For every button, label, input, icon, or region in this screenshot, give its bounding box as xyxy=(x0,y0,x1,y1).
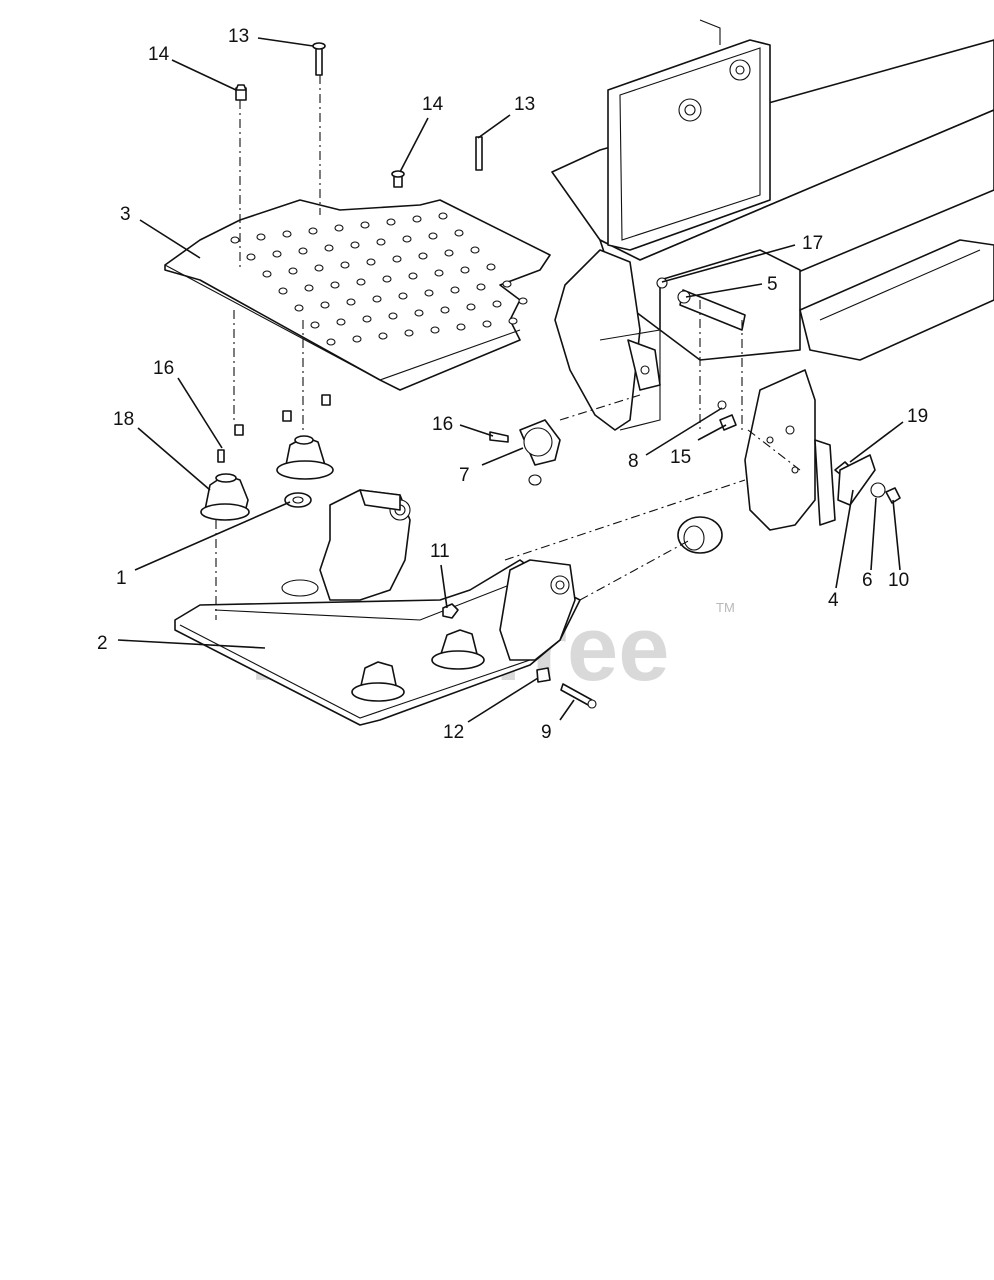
perforation-hole xyxy=(430,326,440,334)
perforation-hole xyxy=(362,315,372,323)
perforation-hole xyxy=(366,258,376,266)
callout-11: 11 xyxy=(430,541,450,562)
perforation-hole xyxy=(378,332,388,340)
perforation-hole xyxy=(428,232,438,240)
callout-10: 10 xyxy=(888,570,909,591)
callout-4: 4 xyxy=(828,590,839,611)
perforation-hole xyxy=(456,323,466,331)
perforation-hole xyxy=(230,236,240,244)
perforation-hole xyxy=(360,221,370,229)
callout-13-top: 13 xyxy=(228,26,249,47)
perforation-hole xyxy=(502,280,512,288)
assembly-centerlines xyxy=(215,75,801,620)
perforation-hole xyxy=(434,269,444,277)
perforation-hole xyxy=(282,230,292,238)
perforation-hole xyxy=(324,244,334,252)
callout-3: 3 xyxy=(120,204,131,225)
foot-plate-perforations xyxy=(230,212,528,346)
isolator-mount-7 xyxy=(519,419,561,486)
perforation-hole xyxy=(356,278,366,286)
perforation-hole xyxy=(470,246,480,254)
chassis-frame xyxy=(551,19,994,531)
perforation-hole xyxy=(392,255,402,263)
callout-19: 19 xyxy=(907,406,928,427)
perforation-hole xyxy=(382,275,392,283)
perforation-hole xyxy=(330,281,340,289)
perforation-hole xyxy=(346,298,356,306)
perforation-hole xyxy=(256,233,266,241)
isolator-mount-rear xyxy=(677,516,723,554)
perforation-hole xyxy=(262,270,272,278)
perforation-hole xyxy=(310,321,320,329)
callout-8: 8 xyxy=(628,451,639,472)
perforation-hole xyxy=(294,304,304,312)
perforation-hole xyxy=(334,224,344,232)
perforation-hole xyxy=(404,329,414,337)
perforation-hole xyxy=(444,249,454,257)
callout-12: 12 xyxy=(443,722,464,743)
callout-labels: 14 13 14 13 3 17 5 16 18 16 7 8 15 19 1 … xyxy=(97,26,928,743)
perforation-hole xyxy=(304,284,314,292)
perforation-hole xyxy=(418,252,428,260)
perforation-hole xyxy=(350,241,360,249)
perforation-hole xyxy=(482,320,492,328)
callout-14-top: 14 xyxy=(148,44,170,65)
foot-plate xyxy=(164,199,551,391)
perforation-hole xyxy=(438,212,448,220)
isolator-cradle-left xyxy=(351,661,405,702)
perforation-hole xyxy=(440,306,450,314)
perforation-hole xyxy=(320,301,330,309)
perforation-hole xyxy=(486,263,496,271)
engine-cradle xyxy=(174,489,581,726)
perforation-hole xyxy=(414,309,424,317)
perforation-hole xyxy=(372,295,382,303)
perforation-hole xyxy=(518,297,528,305)
perforation-hole xyxy=(408,272,418,280)
perforation-hole xyxy=(376,238,386,246)
callout-9: 9 xyxy=(541,722,552,743)
isolator-cradle-right xyxy=(431,629,485,670)
perforation-hole xyxy=(352,335,362,343)
callout-17: 17 xyxy=(802,233,823,254)
callout-1: 1 xyxy=(116,568,127,589)
leader-lines xyxy=(117,37,904,723)
perforation-hole xyxy=(412,215,422,223)
perforation-hole xyxy=(272,250,282,258)
perforation-hole xyxy=(314,264,324,272)
perforation-hole xyxy=(454,229,464,237)
perforation-hole xyxy=(278,287,288,295)
callout-13-middle: 13 xyxy=(514,94,535,115)
perforation-hole xyxy=(298,247,308,255)
callout-16-left: 16 xyxy=(153,358,174,379)
isolator-mount-upper xyxy=(276,435,334,480)
callout-7: 7 xyxy=(459,465,470,486)
perforation-hole xyxy=(508,317,518,325)
perforation-hole xyxy=(460,266,470,274)
perforation-hole xyxy=(492,300,502,308)
watermark-trademark: TM xyxy=(716,600,735,615)
perforation-hole xyxy=(340,261,350,269)
perforation-hole xyxy=(388,312,398,320)
perforation-hole xyxy=(336,318,346,326)
callout-2: 2 xyxy=(97,633,108,654)
callout-16-middle: 16 xyxy=(432,414,453,435)
perforation-hole xyxy=(402,235,412,243)
callout-14-middle: 14 xyxy=(422,94,444,115)
perforation-hole xyxy=(288,267,298,275)
perforation-hole xyxy=(326,338,336,346)
perforation-hole xyxy=(466,303,476,311)
callout-5: 5 xyxy=(767,274,778,295)
perforation-hole xyxy=(398,292,408,300)
callout-15: 15 xyxy=(670,447,691,468)
callout-6: 6 xyxy=(862,570,873,591)
perforation-hole xyxy=(450,286,460,294)
perforation-hole xyxy=(246,253,256,261)
perforation-hole xyxy=(386,218,396,226)
callout-18: 18 xyxy=(113,409,134,430)
perforation-hole xyxy=(424,289,434,297)
isolator-mount-18 xyxy=(200,473,250,521)
perforation-hole xyxy=(476,283,486,291)
perforation-hole xyxy=(308,227,318,235)
